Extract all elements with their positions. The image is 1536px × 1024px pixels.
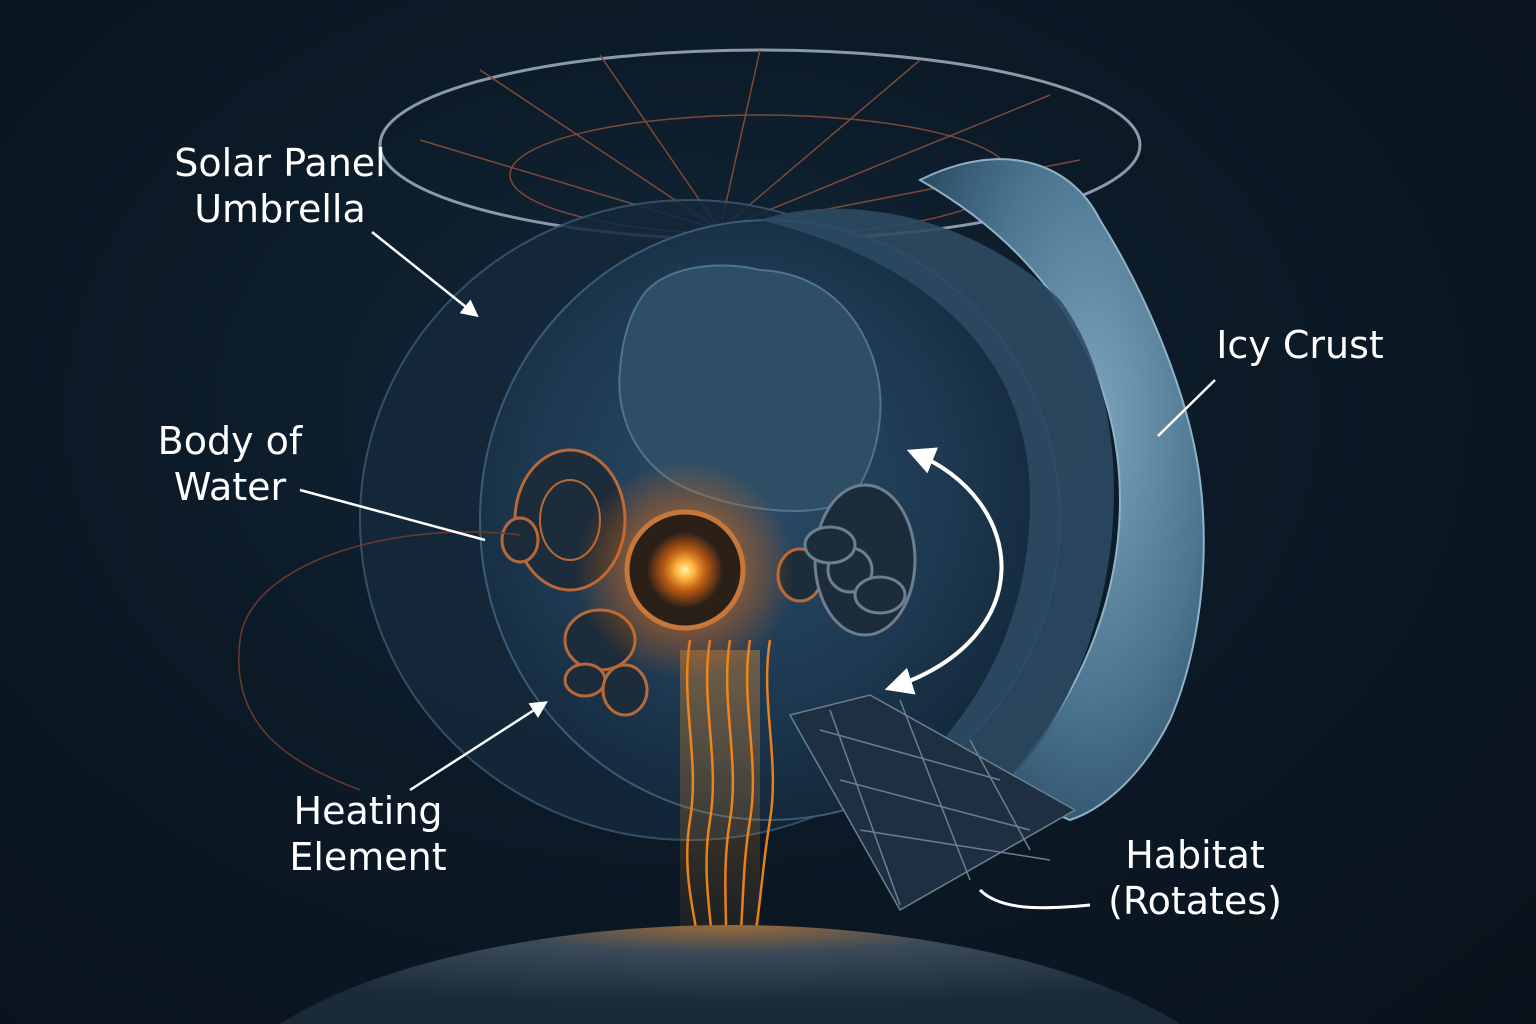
label-habitat-line2: (Rotates)	[1108, 879, 1282, 923]
orbit-line	[238, 531, 521, 791]
habitat-pointer	[978, 888, 1091, 910]
label-solar-line2: Umbrella	[194, 187, 366, 231]
pointer-lines	[299, 231, 1216, 792]
label-water-line1: Body of	[157, 419, 303, 463]
label-body-of-water: Body of Water	[130, 418, 330, 510]
label-icy-line: Icy Crust	[1216, 323, 1384, 367]
rotation-arrow	[884, 447, 1004, 695]
habitat-panels	[788, 694, 1077, 912]
machinery	[500, 448, 917, 717]
crust-inner-face	[760, 208, 1114, 821]
label-habitat-line1: Habitat	[1125, 833, 1265, 877]
label-heating-element: Heating Element	[268, 788, 468, 880]
label-icy-crust: Icy Crust	[1200, 322, 1400, 368]
label-heat-line2: Element	[289, 835, 447, 879]
heat-lines	[685, 639, 775, 961]
label-water-line2: Water	[173, 465, 287, 509]
label-habitat-rotates: Habitat (Rotates)	[1090, 832, 1300, 924]
label-heat-line1: Heating	[293, 789, 443, 833]
surface-ground	[280, 925, 1180, 1024]
label-solar-line1: Solar Panel	[174, 141, 386, 185]
heater-core	[647, 532, 723, 608]
icy-crust	[917, 158, 1205, 822]
label-solar-panel-umbrella: Solar Panel Umbrella	[160, 140, 400, 232]
